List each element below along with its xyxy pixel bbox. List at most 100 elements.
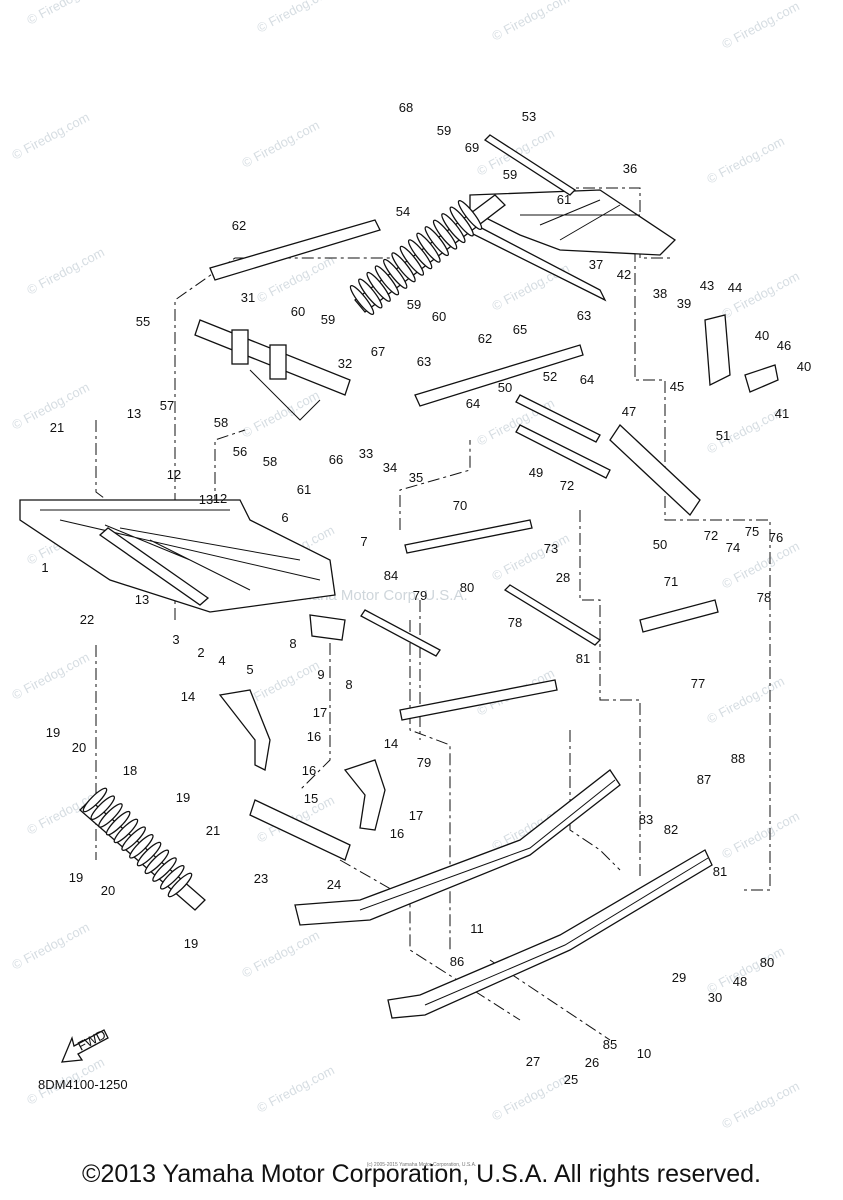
part-callout-45: 45 <box>670 379 684 394</box>
part-callout-36: 36 <box>623 161 637 176</box>
part-callout-63: 63 <box>577 308 591 323</box>
part-callout-64: 64 <box>466 396 480 411</box>
part-callout-78: 78 <box>757 590 771 605</box>
part-callout-16: 16 <box>302 763 316 778</box>
part-callout-49: 49 <box>529 465 543 480</box>
spring-coil <box>383 258 408 289</box>
part-callout-24: 24 <box>327 877 341 892</box>
part-callout-43: 43 <box>700 278 714 293</box>
part-callout-79: 79 <box>413 588 427 603</box>
part-callout-68: 68 <box>399 100 413 115</box>
part-callout-86: 86 <box>450 954 464 969</box>
slide-rails <box>294 769 713 1019</box>
part-callout-58: 58 <box>214 415 228 430</box>
spring-coil <box>416 232 441 263</box>
watermark-27: © Firedog.com <box>719 808 801 861</box>
part-callout-72: 72 <box>704 528 718 543</box>
spring-coil <box>399 245 425 276</box>
spring-coil <box>113 818 139 844</box>
part-callout-74: 74 <box>726 540 740 555</box>
part-callout-62: 62 <box>478 331 492 346</box>
part-callout-40: 40 <box>797 359 811 374</box>
spring-coil <box>144 849 170 875</box>
part-callout-82: 82 <box>664 822 678 837</box>
spring-coil <box>358 278 383 309</box>
watermark-20: © Firedog.com <box>9 649 91 702</box>
part-callout-70: 70 <box>453 498 467 513</box>
part-callout-21: 21 <box>50 420 64 435</box>
part-callout-52: 52 <box>543 369 557 384</box>
part-callout-64: 64 <box>580 372 594 387</box>
part-callout-13: 13 <box>135 592 149 607</box>
rods-and-shafts <box>209 134 719 721</box>
diagram-code: 8DM4100-1250 <box>38 1077 128 1092</box>
spring-coil <box>136 841 162 867</box>
spring-coil <box>82 787 108 813</box>
front-swing-arm <box>19 499 336 613</box>
part-callout-15: 15 <box>304 791 318 806</box>
part-callout-37: 37 <box>589 257 603 272</box>
part-callout-40: 40 <box>755 328 769 343</box>
rear-arm-upper <box>194 319 351 421</box>
brackets <box>218 314 779 861</box>
spring-coil <box>349 284 375 316</box>
part-callout-59: 59 <box>407 297 421 312</box>
part-callout-5: 5 <box>246 662 253 677</box>
part-callout-41: 41 <box>775 406 789 421</box>
part-callout-16: 16 <box>390 826 404 841</box>
part-callout-88: 88 <box>731 751 745 766</box>
watermark-34: © Firedog.com <box>489 1070 571 1123</box>
part-callout-59: 59 <box>321 312 335 327</box>
part-callout-80: 80 <box>760 955 774 970</box>
part-callout-63: 63 <box>417 354 431 369</box>
part-callout-26: 26 <box>585 1055 599 1070</box>
watermark-3: © Firedog.com <box>719 0 801 52</box>
watermark-0: © Firedog.com <box>24 0 106 28</box>
part-callout-58: 58 <box>263 454 277 469</box>
watermark-28: © Firedog.com <box>9 919 91 972</box>
part-callout-4: 4 <box>218 653 225 668</box>
watermark-23: © Firedog.com <box>704 673 786 726</box>
part-callout-29: 29 <box>672 970 686 985</box>
part-callout-83: 83 <box>639 812 653 827</box>
spring-coil <box>424 226 449 257</box>
part-callout-27: 27 <box>526 1054 540 1069</box>
part-callout-79: 79 <box>417 755 431 770</box>
watermark-5: © Firedog.com <box>239 117 321 170</box>
spring-coil <box>366 271 391 302</box>
part-callout-22: 22 <box>80 612 94 627</box>
forward-arrow-icon: FWD <box>60 1027 109 1063</box>
part-callout-62: 62 <box>232 218 246 233</box>
part-callout-59: 59 <box>503 167 517 182</box>
watermark-4: © Firedog.com <box>9 109 91 162</box>
part-callout-87: 87 <box>697 772 711 787</box>
part-callout-19: 19 <box>176 790 190 805</box>
part-callout-69: 69 <box>465 140 479 155</box>
part-callout-6: 6 <box>281 510 288 525</box>
part-callout-78: 78 <box>508 615 522 630</box>
spring-coil <box>391 252 416 283</box>
part-callout-53: 53 <box>522 109 536 124</box>
part-callout-34: 34 <box>383 460 397 475</box>
part-callout-59: 59 <box>437 123 451 138</box>
watermark-13: © Firedog.com <box>239 387 321 440</box>
copyright-footer: ©2013 Yamaha Motor Corporation, U.S.A. A… <box>82 1160 761 1188</box>
part-callout-55: 55 <box>136 314 150 329</box>
part-callout-76: 76 <box>769 530 783 545</box>
part-callout-16: 16 <box>307 729 321 744</box>
part-callout-32: 32 <box>338 356 352 371</box>
part-callout-18: 18 <box>123 763 137 778</box>
part-callout-51: 51 <box>716 428 730 443</box>
watermark-7: © Firedog.com <box>704 133 786 186</box>
part-callout-7: 7 <box>360 534 367 549</box>
part-callout-71: 71 <box>664 574 678 589</box>
part-callout-84: 84 <box>384 568 398 583</box>
spring-coil <box>152 857 177 882</box>
part-callout-20: 20 <box>72 740 86 755</box>
part-callout-8: 8 <box>289 636 296 651</box>
watermark-29: © Firedog.com <box>239 927 321 980</box>
fine-print: (c) 2005-2015 Yamaha Motor Corporation, … <box>366 1162 477 1168</box>
part-callout-25: 25 <box>564 1072 578 1087</box>
part-callout-8: 8 <box>345 677 352 692</box>
part-callout-21: 21 <box>206 823 220 838</box>
